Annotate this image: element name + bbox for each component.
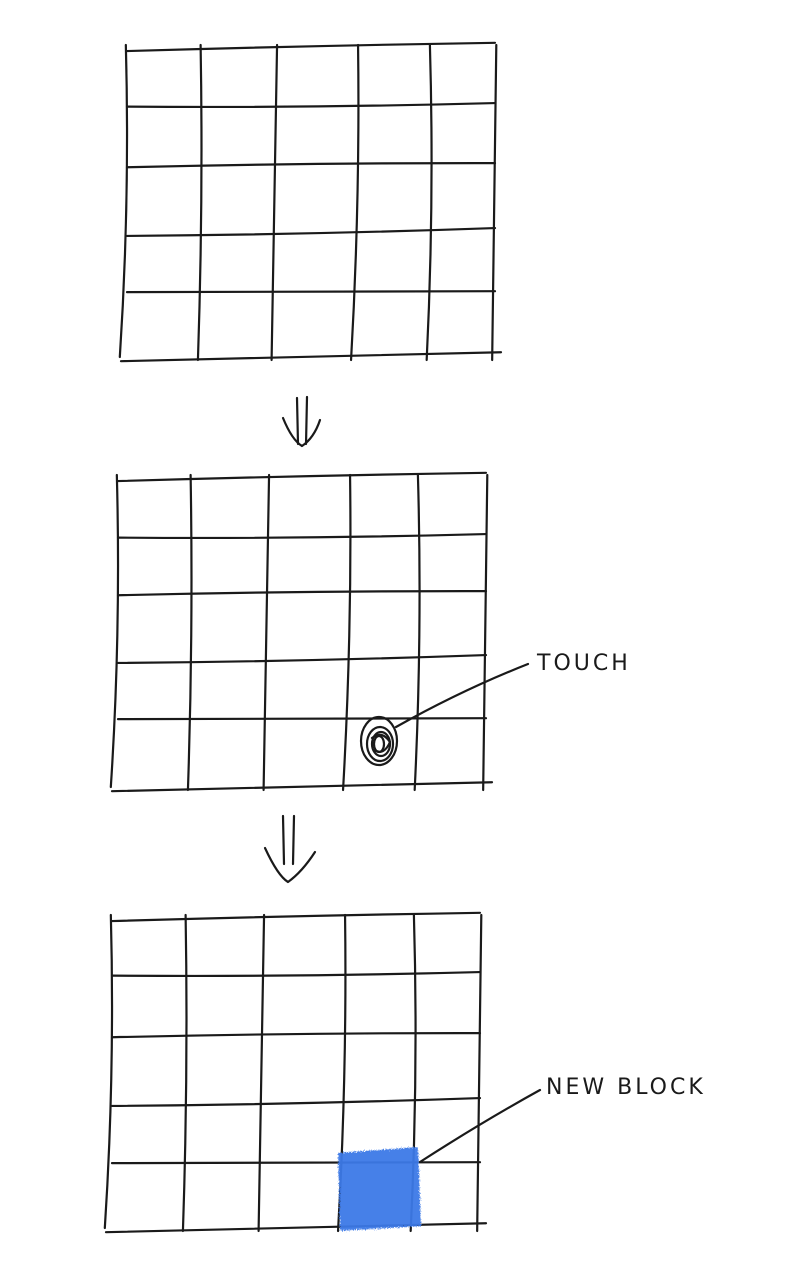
grid-row-line xyxy=(116,471,488,483)
grid-row-line xyxy=(125,41,497,53)
grid-row-line xyxy=(110,1096,482,1108)
grid-row-line xyxy=(116,717,488,721)
grid-col-line xyxy=(262,473,271,792)
grid-row-line xyxy=(116,532,488,540)
grid-row-line xyxy=(119,351,503,363)
grid-row-line xyxy=(125,290,497,294)
grid-col-line xyxy=(257,913,266,1233)
grid-col-line xyxy=(482,473,489,792)
touch-point-icon xyxy=(359,715,399,767)
grid-row-line xyxy=(116,590,488,597)
grid-row-line xyxy=(110,1161,482,1165)
grid-col-line xyxy=(181,913,188,1233)
grid-col-line xyxy=(425,43,433,362)
grid-col-line xyxy=(186,473,193,792)
grid-col-line xyxy=(476,913,483,1233)
grid-row-line xyxy=(125,162,497,169)
new-block-label: NEW BLOCK xyxy=(546,1075,706,1100)
touch-leader-line xyxy=(394,662,530,729)
grid-new-block xyxy=(103,911,488,1234)
grid-col-line xyxy=(491,43,498,362)
grid-col-line xyxy=(103,913,114,1230)
grid-row-line xyxy=(125,226,497,238)
grid-col-line xyxy=(349,43,360,362)
grid-col-line xyxy=(196,43,203,362)
down-arrow-icon xyxy=(263,814,317,884)
new-block-leader-line xyxy=(418,1088,542,1164)
grid-col-line xyxy=(118,43,129,359)
grid-row-line xyxy=(110,911,482,923)
grid-row-line xyxy=(110,970,482,978)
grid-row-line xyxy=(125,101,497,109)
grid-row-line xyxy=(116,653,488,665)
new-block xyxy=(338,1147,421,1231)
grid-initial xyxy=(118,41,503,363)
grid-row-line xyxy=(104,1222,488,1234)
grid-col-line xyxy=(341,473,352,792)
grid-col-line xyxy=(109,473,120,789)
touch-label: TOUCH xyxy=(536,651,631,676)
grid-row-line xyxy=(110,1032,482,1039)
grid-row-line xyxy=(110,781,494,793)
grid-touch xyxy=(109,471,494,793)
down-arrow-icon xyxy=(281,395,322,448)
grid-col-line xyxy=(413,473,421,792)
grid-col-line xyxy=(270,43,279,362)
